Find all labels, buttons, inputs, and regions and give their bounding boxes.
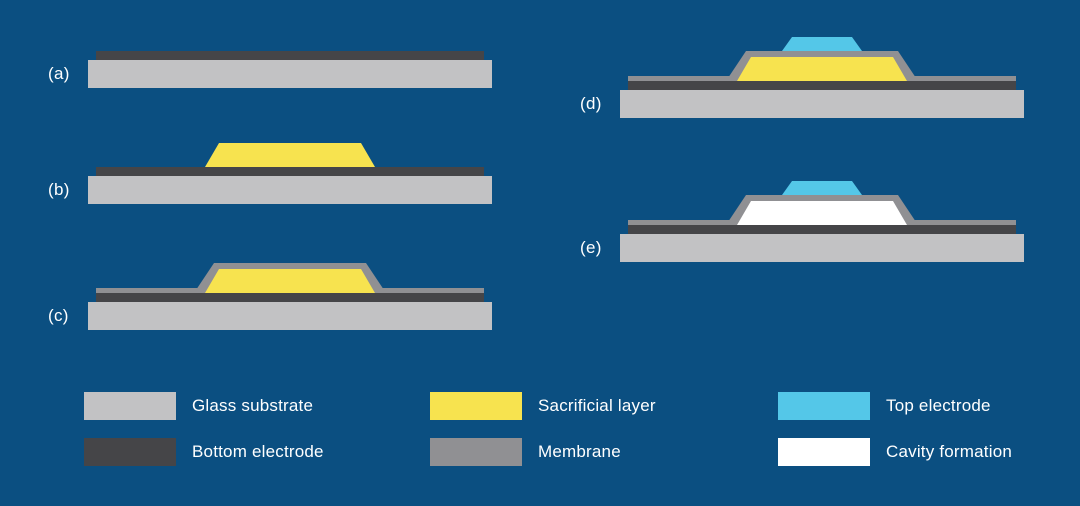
step-a: (a) [48, 51, 492, 88]
legend-item-top-electrode: Top electrode [778, 392, 1038, 420]
step-a-diagram [88, 51, 492, 88]
glass-substrate-label: Glass substrate [192, 396, 314, 415]
bottom-electrode-layer [628, 81, 1016, 90]
step-c-diagram [88, 263, 492, 330]
cavity-formation-label: Cavity formation [886, 442, 1013, 461]
bottom-electrode-layer [96, 293, 484, 302]
glass-substrate-swatch [84, 392, 176, 420]
step-b-diagram [88, 143, 492, 204]
step-d-label: (d) [580, 94, 602, 113]
top-electrode-label: Top electrode [886, 396, 991, 415]
sacrificial-layer [205, 143, 375, 167]
glass-substrate-layer [620, 234, 1024, 262]
legend-item-cavity-formation: Cavity formation [778, 438, 1038, 466]
layer-stack [620, 37, 1024, 118]
top-electrode-layer [782, 181, 862, 195]
cavity-layer [737, 201, 907, 225]
step-a-label: (a) [48, 64, 70, 83]
sacrificial-layer-label: Sacrificial layer [538, 396, 656, 415]
top-electrode-swatch [778, 392, 870, 420]
step-c: (c) [48, 263, 492, 330]
glass-substrate-layer [88, 60, 492, 88]
bottom-electrode-layer [96, 167, 484, 176]
membrane-swatch [430, 438, 522, 466]
legend-item-glass-substrate: Glass substrate [84, 392, 430, 420]
cavity-formation-swatch [778, 438, 870, 466]
step-e-label: (e) [580, 238, 602, 257]
bottom-electrode-layer [96, 51, 484, 60]
membrane-label: Membrane [538, 442, 621, 461]
legend-item-bottom-electrode: Bottom electrode [84, 438, 430, 466]
glass-substrate-layer [88, 302, 492, 330]
layer-stack [88, 263, 492, 330]
bottom-electrode-swatch [84, 438, 176, 466]
step-d-diagram [620, 37, 1024, 118]
layer-stack [88, 143, 492, 204]
glass-substrate-layer [88, 176, 492, 204]
layer-stack [620, 181, 1024, 262]
step-d: (d) [580, 37, 1024, 118]
sacrificial-layer [737, 57, 907, 81]
layer-stack [88, 51, 492, 88]
legend: Glass substrate Sacrificial layer Top el… [84, 392, 1038, 466]
sacrificial-layer [205, 269, 375, 293]
glass-substrate-layer [620, 90, 1024, 118]
step-b-label: (b) [48, 180, 70, 199]
legend-item-membrane: Membrane [430, 438, 778, 466]
step-c-label: (c) [48, 306, 69, 325]
step-e-diagram [620, 181, 1024, 262]
step-e: (e) [580, 181, 1024, 262]
bottom-electrode-label: Bottom electrode [192, 442, 324, 461]
step-b: (b) [48, 143, 492, 204]
bottom-electrode-layer [628, 225, 1016, 234]
top-electrode-layer [782, 37, 862, 51]
legend-item-sacrificial-layer: Sacrificial layer [430, 392, 778, 420]
sacrificial-layer-swatch [430, 392, 522, 420]
